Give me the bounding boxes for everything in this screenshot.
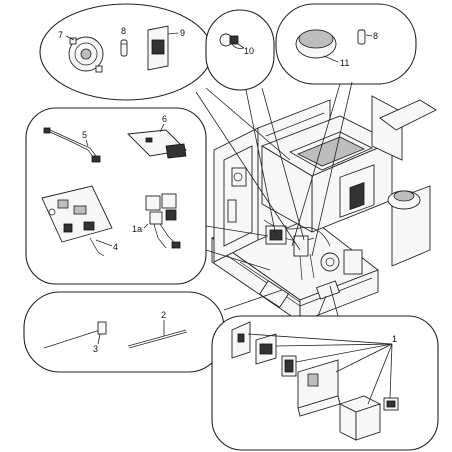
callout-9: 9	[180, 28, 185, 38]
detail-bubble-10: 10	[205, 9, 275, 91]
part-1-switch	[255, 333, 277, 365]
callout-1a: 1a	[132, 224, 142, 234]
part-7-burner-cap	[65, 35, 104, 73]
part-8-pin-right	[357, 29, 373, 45]
part-9-bracket	[147, 25, 179, 71]
detail-bubble-11-8: 11 8	[275, 3, 417, 85]
part-5-cable	[43, 127, 101, 163]
part-8-pin-left	[120, 39, 128, 57]
part-2-rod	[127, 320, 188, 349]
part-1-bracket-a	[231, 321, 251, 359]
callout-10: 10	[244, 46, 254, 56]
detail-bubble-2-3: 3 2	[23, 291, 225, 373]
part-3-probe	[43, 321, 107, 349]
part-1-cover-box	[338, 395, 382, 441]
detail-bubble-4-5-6-1a: 5 6 4	[25, 107, 207, 285]
callout-6: 6	[162, 114, 167, 124]
detail-bubble-1	[211, 315, 439, 451]
part-1-terminal	[383, 397, 399, 411]
callout-1: 1	[392, 334, 397, 344]
callout-3: 3	[93, 344, 98, 354]
assembly-leader-lines	[195, 81, 353, 317]
part-6-control-strip	[127, 123, 187, 159]
callout-5: 5	[82, 130, 87, 140]
detail-bubble-7-8-9: 7 8 9	[39, 3, 213, 101]
callout-4: 4	[113, 242, 118, 252]
part-11-disc	[295, 29, 339, 63]
part-1-mount-plate	[297, 359, 341, 417]
callout-7: 7	[58, 30, 63, 40]
part-1-connector	[281, 355, 297, 377]
main-appliance-assembly	[211, 95, 437, 323]
callout-2: 2	[161, 310, 166, 320]
part-1a-relay-block	[143, 193, 181, 249]
part-10-valve	[219, 33, 245, 49]
callout-8-right: 8	[373, 31, 378, 41]
part-4-circuit-board	[41, 185, 113, 257]
callout-8-left: 8	[121, 26, 126, 36]
callout-11: 11	[340, 58, 349, 68]
